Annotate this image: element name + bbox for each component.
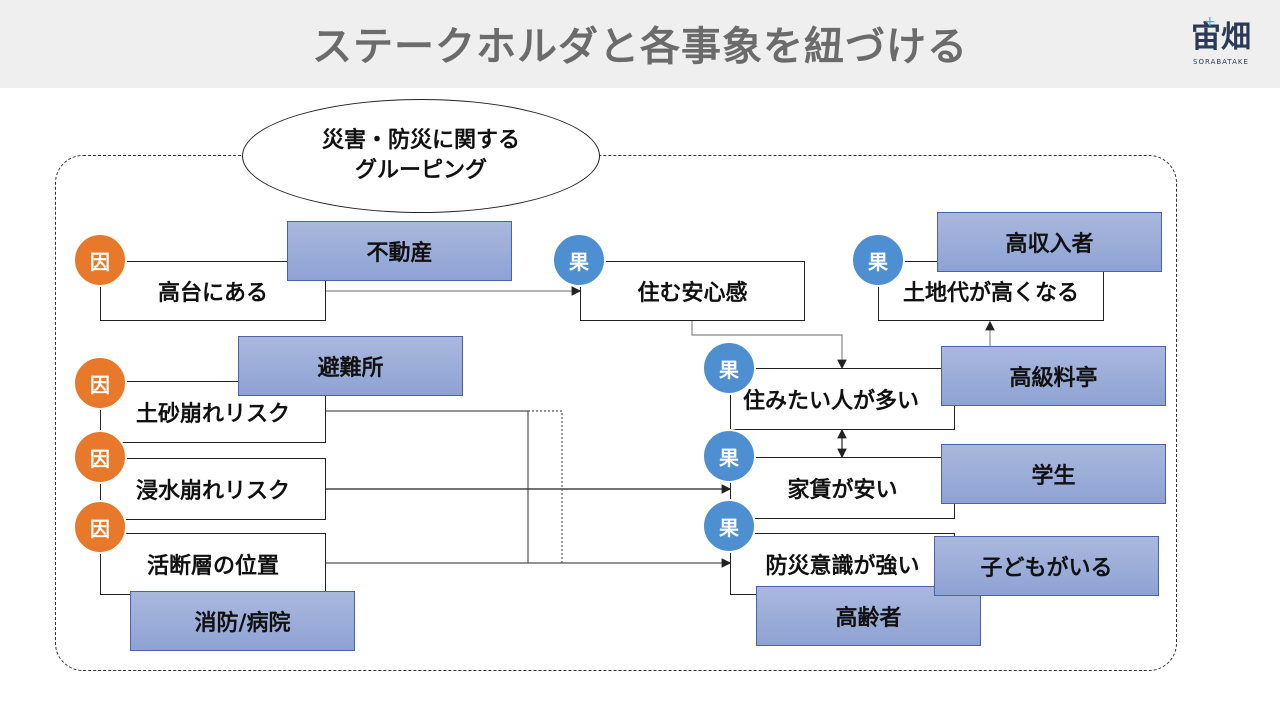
connector-anshin-sumitai [691,321,847,370]
node-tochidai-label: 土地代が高くなる [902,281,1079,306]
node-sumitai: 住みたい人が多い [730,368,955,430]
node-sumitai-label: 住みたい人が多い [743,389,920,414]
connector-dosha [326,410,529,563]
stakeholder-hinanjo: 避難所 [238,336,463,396]
page-title: ステークホルダと各事象を紐づける [312,24,968,70]
node-bosai-ishiki: 防災意識が強い [730,533,955,595]
effect-badge-bosai: 果 [702,499,756,553]
logo-glyph: 宙畑 [1191,20,1251,55]
effect-badge-sumitai: 果 [702,341,756,395]
group-ellipse: 災害・防災に関する グルーピング [242,99,600,213]
sorabatake-logo: 宙畑 + SORABATAKE [1180,14,1262,78]
node-dansou-label: 活断層の位置 [146,554,279,579]
stakeholder-fudousan: 不動産 [287,221,512,281]
cause-badge-shinsui: 因 [73,430,127,484]
node-dosha-label: 土砂崩れリスク [135,402,290,427]
title-bar: ステークホルダと各事象を紐づける 宙畑 + SORABATAKE [0,0,1280,88]
node-yachin: 家賃が安い [730,457,955,519]
logo-subtitle: SORABATAKE [1193,58,1249,66]
node-shinsui-label: 浸水崩れリスク [135,479,290,504]
effect-badge-tochidai: 果 [851,233,905,287]
stakeholder-kodomo: 子どもがいる [934,536,1159,596]
effect-badge-yachin: 果 [702,429,756,483]
node-bosai-ishiki-label: 防災意識が強い [765,554,920,579]
cause-badge-dosha: 因 [73,356,127,410]
node-yachin-label: 家賃が安い [787,478,898,503]
stakeholder-kou-shunyu: 高収入者 [937,212,1162,272]
stakeholder-shobo: 消防/病院 [130,591,355,651]
node-anshin-label: 住む安心感 [637,281,748,306]
node-dansou: 活断層の位置 [100,533,326,595]
node-shinsui: 浸水崩れリスク [100,458,326,520]
cause-badge-dansou: 因 [73,500,127,554]
cause-badge-takadai: 因 [73,233,127,287]
connector-dotted [528,410,563,563]
logo-plus-mark: + [1204,14,1216,30]
disaster-group-frame [55,155,1177,671]
stakeholder-ryoutei: 高級料亭 [941,346,1166,406]
node-dosha: 土砂崩れリスク [100,381,326,443]
node-takadai-label: 高台にある [157,281,268,306]
effect-badge-anshin: 果 [552,233,606,287]
stakeholder-koureisha: 高齢者 [756,586,981,646]
stakeholder-gakusei: 学生 [941,444,1166,504]
node-tochidai: 土地代が高くなる [878,261,1104,321]
group-label: 災害・防災に関する グルーピング [321,128,520,183]
node-anshin: 住む安心感 [580,261,805,321]
